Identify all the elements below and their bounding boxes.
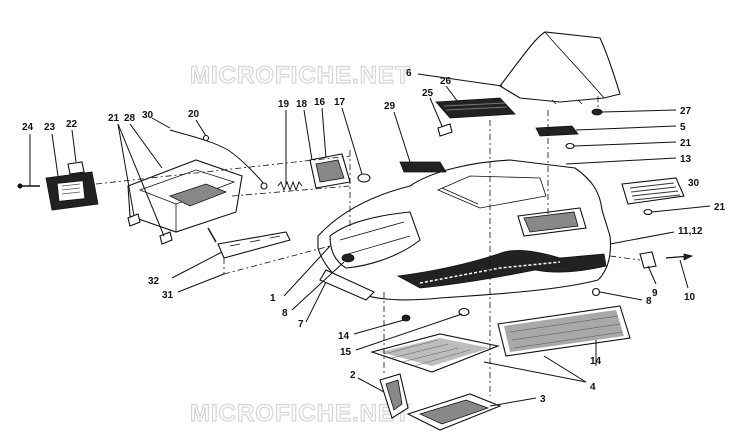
callout-27: 27 <box>680 106 692 117</box>
callout-1: 1 <box>270 293 276 304</box>
console-clip-lower <box>159 231 173 245</box>
watermark-top: MICROFICHE.NET <box>190 62 411 89</box>
screw <box>17 183 40 189</box>
washer-right <box>643 208 653 216</box>
callout-32: 32 <box>148 276 160 287</box>
under-panel <box>319 269 375 301</box>
console <box>127 159 243 233</box>
callout-10: 10 <box>684 292 696 303</box>
callout-11-12: 11,12 <box>678 226 703 237</box>
callout-21-lower: 21 <box>714 202 726 213</box>
bracket <box>437 123 453 137</box>
callout-21: 21 <box>108 113 120 124</box>
callout-23: 23 <box>44 122 56 133</box>
callout-13: 13 <box>680 154 692 165</box>
callout-21-right: 21 <box>680 138 692 149</box>
control-cable <box>169 129 268 190</box>
callout-30: 30 <box>142 110 154 121</box>
washer <box>565 142 575 150</box>
insulation-pad-right <box>497 305 631 357</box>
callout-3: 3 <box>540 394 546 405</box>
callout-30-right: 30 <box>688 178 700 189</box>
grommet-right <box>591 287 601 297</box>
callout-16: 16 <box>314 97 326 108</box>
nut <box>591 108 603 116</box>
callout-14-right: 14 <box>590 356 602 367</box>
callout-28: 28 <box>124 113 136 124</box>
grommet <box>357 173 371 183</box>
callout-18: 18 <box>296 99 308 110</box>
callout-9: 9 <box>652 288 658 299</box>
callout-labels: 24 23 22 21 28 30 20 19 18 16 17 29 25 2… <box>22 68 726 405</box>
callout-20: 20 <box>188 109 200 120</box>
callout-22: 22 <box>66 119 78 130</box>
bezel <box>67 161 85 175</box>
callout-8-left: 8 <box>282 308 288 319</box>
mounting-plate <box>309 153 351 189</box>
leader-lines <box>29 73 711 407</box>
windshield-mount-bar <box>435 97 516 119</box>
hood-latch <box>639 251 694 269</box>
callout-31: 31 <box>162 290 174 301</box>
callout-15: 15 <box>340 347 352 358</box>
clip <box>535 125 579 137</box>
watermark-bottom: MICROFICHE.NET <box>190 400 411 427</box>
console-clip <box>127 213 141 227</box>
lower-bracket <box>207 227 291 259</box>
insulation-pad-left <box>370 333 500 373</box>
callout-14-left: 14 <box>338 331 350 342</box>
callout-19: 19 <box>278 99 290 110</box>
callout-25: 25 <box>422 88 434 99</box>
fastener <box>401 314 411 322</box>
callout-7: 7 <box>298 319 304 330</box>
windshield <box>499 31 621 105</box>
vent-grille <box>399 161 447 173</box>
callout-29: 29 <box>384 101 396 112</box>
alignment-lines <box>95 96 641 396</box>
support-bracket <box>379 373 409 419</box>
callout-17: 17 <box>334 97 346 108</box>
callout-8-right: 8 <box>646 296 652 307</box>
bottom-tray <box>406 393 502 431</box>
callout-24: 24 <box>22 122 34 133</box>
callout-26: 26 <box>440 76 452 87</box>
callout-2: 2 <box>350 370 356 381</box>
gauge-panel <box>45 171 99 211</box>
callout-6: 6 <box>406 68 412 79</box>
louver-grille <box>621 177 685 205</box>
callout-5: 5 <box>680 122 686 133</box>
hood <box>317 159 612 301</box>
callout-4: 4 <box>590 382 596 393</box>
spring <box>277 180 303 192</box>
